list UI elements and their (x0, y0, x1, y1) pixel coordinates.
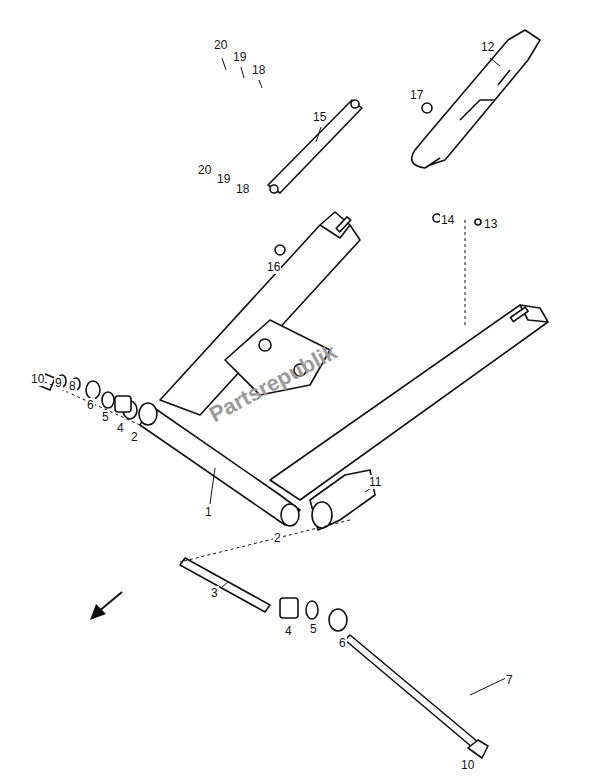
callout-number: 14 (440, 213, 455, 227)
callout-number: 17 (409, 88, 424, 102)
callout-number: 18 (251, 63, 266, 77)
callout-number: 9 (54, 376, 63, 390)
callout-number: 2 (273, 531, 282, 545)
callout-number: 2 (130, 430, 139, 444)
callout-number: 18 (235, 182, 250, 196)
callout-number: 19 (232, 50, 247, 64)
callout-number: 10 (30, 372, 45, 386)
callout-number: 20 (197, 163, 212, 177)
callout-number: 4 (116, 421, 125, 435)
callout-number: 13 (483, 217, 498, 231)
callout-number: 15 (312, 110, 327, 124)
callout-number: 19 (216, 172, 231, 186)
callout-number: 6 (86, 398, 95, 412)
callout-number: 1 (204, 505, 213, 519)
callout-number: 8 (68, 379, 77, 393)
callout-number: 5 (309, 622, 318, 636)
callout-number: 4 (284, 624, 293, 638)
callout-number: 7 (505, 673, 514, 687)
callout-number: 3 (210, 586, 219, 600)
callout-number: 12 (480, 40, 495, 54)
callout-number: 10 (460, 758, 475, 772)
callout-number: 5 (101, 410, 110, 424)
callout-number: 16 (266, 260, 281, 274)
callout-number: 6 (338, 636, 347, 650)
callout-number: 11 (368, 475, 382, 489)
callout-number: 20 (213, 38, 228, 52)
